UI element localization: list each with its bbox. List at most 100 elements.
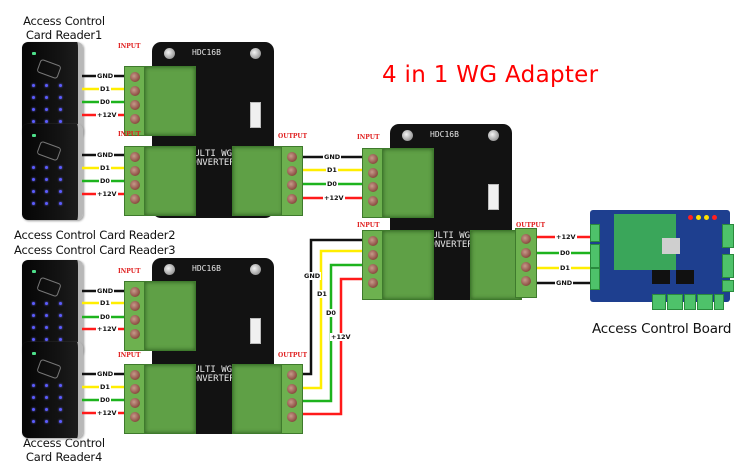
screw-icon — [250, 264, 261, 275]
relay-icon — [652, 270, 670, 284]
wire-label-gnd: GND — [323, 153, 342, 161]
output-label: OUTPUT — [278, 352, 308, 359]
reader1-caption-line2: Card Reader1 — [25, 28, 103, 42]
uart-connector — [250, 102, 261, 128]
reader4-caption-line1: Access Control — [23, 436, 105, 450]
terminal-block — [722, 280, 734, 292]
module-model: HDC16B — [192, 264, 221, 273]
relay-icon — [676, 270, 694, 284]
wire-label-gnd: GND — [96, 370, 115, 378]
reader3-caption: Access Control Card Reader3 — [14, 243, 176, 257]
reader4-caption: Access Control Card Reader4 — [14, 436, 114, 464]
wire-d1 — [300, 249, 372, 390]
input-connector — [144, 364, 196, 434]
led-icon — [712, 215, 717, 220]
terminal-block — [697, 294, 713, 310]
input-connector — [144, 146, 196, 216]
wire-12v — [300, 277, 372, 416]
wire-label-d0: D0 — [326, 180, 338, 188]
diagram-title: 4 in 1 WG Adapter — [382, 62, 599, 88]
input-label: INPUT — [118, 352, 141, 359]
reader1-caption-line1: Access Control — [23, 14, 105, 28]
input-terminal — [124, 281, 146, 351]
wire-label-gnd: GND — [96, 72, 115, 80]
uart-connector — [488, 184, 499, 210]
input-terminal — [124, 146, 146, 216]
wire-label-12v: +12V — [96, 111, 118, 119]
wire-label-d1: D1 — [559, 264, 571, 272]
card-reader-3 — [22, 260, 83, 356]
input-terminal — [362, 148, 384, 218]
wire-label-gnd: GND — [303, 272, 322, 280]
wire-label-gnd: GND — [96, 151, 115, 159]
terminal-block — [590, 268, 600, 290]
card-reader-2 — [22, 124, 83, 220]
wire-label-d0: D0 — [325, 309, 337, 317]
card-reader-1 — [22, 42, 83, 138]
wire-label-12v: +12V — [555, 233, 577, 241]
wire-label-gnd: GND — [555, 279, 574, 287]
status-led-icon — [32, 134, 36, 137]
reader4-caption-line2: Card Reader4 — [25, 450, 103, 464]
wire-label-12v: +12V — [96, 409, 118, 417]
terminal-block — [590, 244, 600, 268]
output-connector — [470, 230, 522, 300]
input-connector — [144, 66, 196, 136]
module-model: HDC16B — [430, 130, 459, 139]
input-label: INPUT — [357, 222, 380, 229]
screw-icon — [164, 264, 175, 275]
keypad — [32, 166, 72, 205]
output-terminal — [281, 146, 303, 216]
input-connector — [382, 230, 434, 300]
terminal-block — [652, 294, 666, 310]
screw-icon — [164, 48, 175, 59]
input-connector — [382, 148, 434, 218]
input-terminal — [124, 364, 146, 434]
wire-label-d0: D0 — [99, 396, 111, 404]
terminal-block — [684, 294, 696, 310]
wire-label-12v: +12V — [330, 333, 352, 341]
wire-label-12v: +12V — [96, 190, 118, 198]
wire-label-d1: D1 — [99, 85, 111, 93]
module-model: HDC16B — [192, 48, 221, 57]
status-led-icon — [32, 352, 36, 355]
access-control-board — [590, 210, 734, 310]
terminal-block — [667, 294, 683, 310]
terminal-block — [714, 294, 724, 310]
terminal-block — [590, 224, 600, 242]
output-connector — [232, 146, 284, 216]
input-label: INPUT — [357, 134, 380, 141]
card-reader-4 — [22, 342, 83, 438]
output-label: OUTPUT — [278, 133, 308, 140]
wire-label-d1: D1 — [316, 290, 328, 298]
board-caption: Access Control Board — [592, 321, 732, 337]
uart-connector — [250, 318, 261, 344]
reader1-caption: Access Control Card Reader1 — [14, 14, 114, 42]
input-label: INPUT — [118, 131, 141, 138]
input-terminal — [124, 66, 146, 136]
led-icon — [688, 215, 693, 220]
input-connector — [144, 281, 196, 351]
wire-label-d0: D0 — [99, 98, 111, 106]
status-led-icon — [32, 52, 36, 55]
reader2-caption: Access Control Card Reader2 — [14, 228, 176, 242]
wire-label-d1: D1 — [99, 383, 111, 391]
output-connector — [232, 364, 284, 434]
led-icon — [704, 215, 709, 220]
led-icon — [696, 215, 701, 220]
screw-icon — [402, 130, 413, 141]
keypad — [32, 302, 72, 341]
output-terminal — [515, 228, 537, 298]
wire-label-d1: D1 — [326, 166, 338, 174]
wire-label-d1: D1 — [99, 299, 111, 307]
output-label: OUTPUT — [516, 222, 546, 229]
output-terminal — [281, 364, 303, 434]
wire-label-12v: +12V — [323, 194, 345, 202]
terminal-block — [722, 254, 734, 278]
wire-label-gnd: GND — [96, 287, 115, 295]
screw-icon — [250, 48, 261, 59]
screw-icon — [488, 130, 499, 141]
